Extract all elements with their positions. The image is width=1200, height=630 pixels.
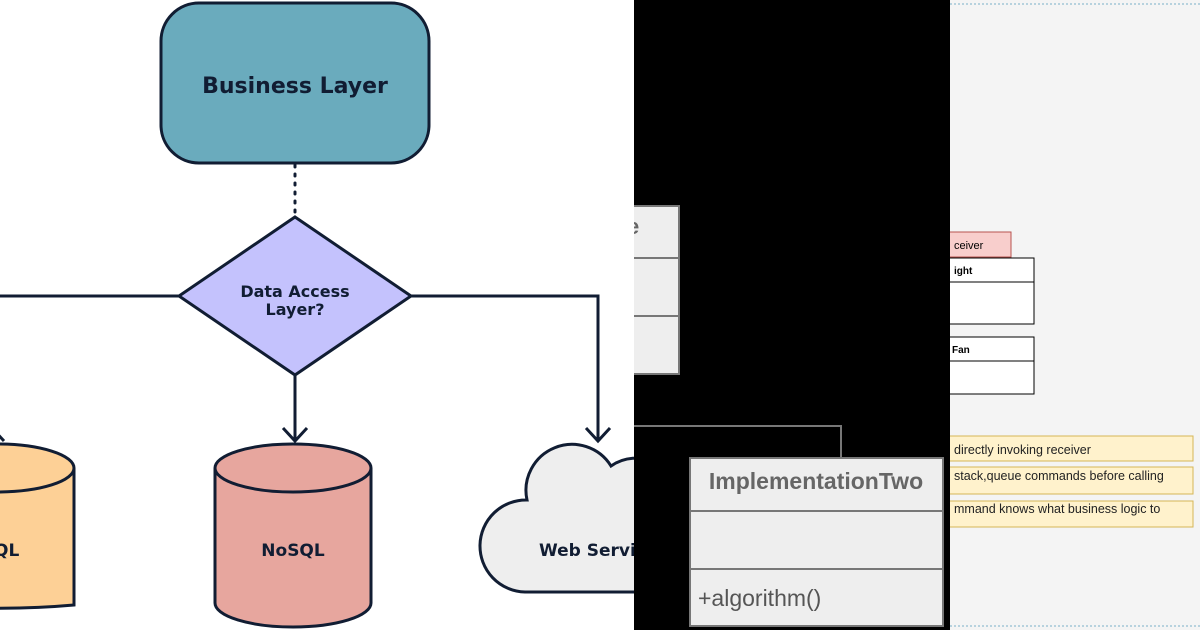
note-text-3: mmand knows what business logic to [954,502,1160,516]
business-layer-label: Business Layer [202,74,388,99]
note-text-1: directly invoking receiver [954,443,1091,457]
fan-class-box [950,336,1035,395]
nosql-label: NoSQL [261,541,325,561]
sql-database-node [0,442,76,610]
light-class-box [950,257,1035,325]
note-box-3 [950,500,1194,528]
web-service-cloud-node [478,442,634,594]
arrowhead-web-service [584,426,612,444]
arrowhead-nosql [281,426,309,444]
arrowhead-sql [0,434,6,443]
implementation-two-title: ImplementationTwo [709,468,923,494]
algorithm-method: +algorithm() [698,585,821,611]
drawio-canvas: ceiver ight Fan directly invoking receiv… [950,3,1200,627]
connector-right [411,294,600,441]
web-service-label: Web Servi [539,541,634,561]
note-box-1 [950,435,1194,462]
light-class-name: ight [954,266,973,277]
decision-label-line1: Data Access [240,282,349,301]
uml-canvas: e ImplementationTwo +algorithm() [634,205,944,627]
receiver-tab-label: ceiver [954,240,984,252]
sql-label: QL [0,541,19,561]
business-layer-node [159,1,431,165]
command-pattern-diagram-panel: ceiver ight Fan directly invoking receiv… [950,0,1200,630]
data-access-flowchart-panel: Business Layer Data Access Layer? QL NoS… [0,0,634,630]
fan-class-name: Fan [952,345,970,356]
partial-class-title: e [634,214,639,239]
implementation-two-class [689,457,944,627]
inheritance-connector [634,425,842,458]
note-box-2 [950,466,1194,495]
partial-class-box [634,205,680,375]
receiver-tab [950,231,1012,258]
nosql-database-node [213,442,373,629]
flowchart-canvas: Business Layer Data Access Layer? QL NoS… [0,1,634,629]
uml-class-diagram-panel: e ImplementationTwo +algorithm() [634,0,950,630]
note-text-2: stack,queue commands before calling [954,469,1164,483]
decision-label-line2: Layer? [266,300,325,319]
